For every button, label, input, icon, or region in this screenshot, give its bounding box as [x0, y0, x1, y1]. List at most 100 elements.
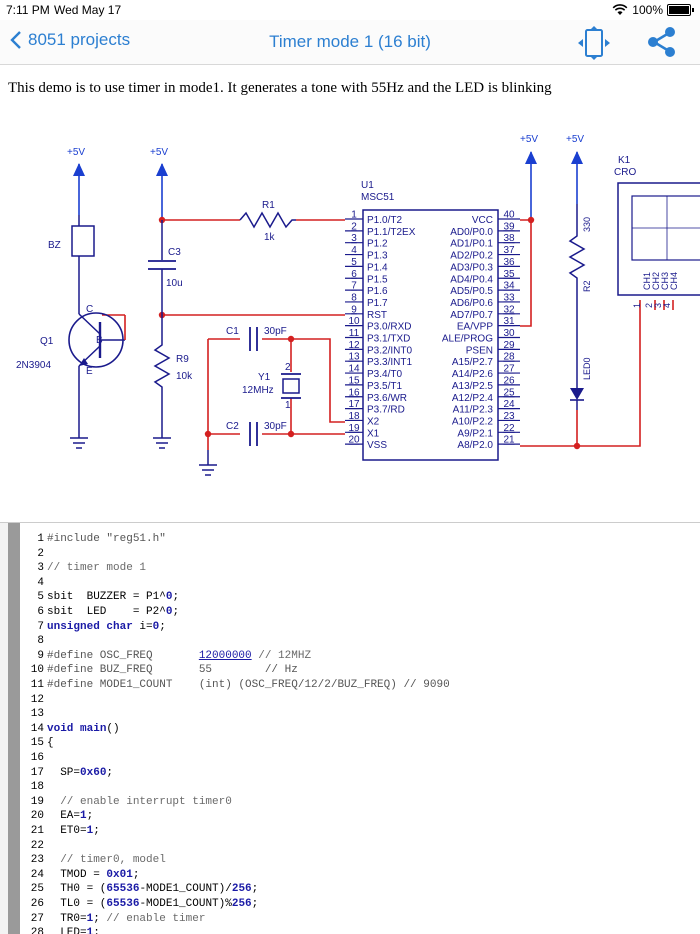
supply-label: +5V	[520, 134, 538, 145]
line-number: 16	[30, 752, 44, 764]
mcu-pin-name: X1	[367, 428, 380, 439]
mcu-pin-number: 1	[351, 210, 357, 221]
code-line: 28 LED=1;	[20, 926, 100, 934]
line-number: 6	[37, 606, 44, 618]
circuit-schematic: +5V +5V +5V +5V	[16, 134, 700, 476]
mcu-pin-name: A14/P2.6	[452, 369, 494, 380]
line-number: 25	[30, 883, 44, 896]
mcu-pin-name: RST	[367, 310, 387, 321]
back-button[interactable]: 8051 projects	[10, 30, 130, 50]
mcu-pin-number: 20	[348, 435, 360, 446]
q1-pin-e: E	[86, 366, 93, 377]
line-number: 14	[30, 722, 44, 735]
code-text: // enable interrupt timer0	[47, 795, 232, 808]
resistor-r1: R1 1k	[239, 200, 296, 243]
mcu-pin-number: 6	[351, 269, 357, 280]
mcu-pin-name: A13/P2.5	[452, 381, 494, 392]
status-right: 100%	[612, 3, 694, 17]
capacitor-c2: C2 30pF	[226, 421, 287, 446]
code-line: 10#define BUZ_FREQ 55 // Hz	[20, 663, 298, 678]
line-number: 2	[37, 547, 44, 560]
mcu-pin-name: AD4/P0.4	[450, 274, 493, 285]
code-line: 17 SP=0x60;	[20, 766, 113, 781]
mcu-pin-name: P1.7	[367, 298, 388, 309]
r1-ref: R1	[262, 200, 275, 211]
mcu-pin-number: 39	[503, 221, 515, 232]
mcu-pin-number: 29	[503, 340, 515, 351]
mcu-pin-name: P1.5	[367, 274, 388, 285]
line-number: 8	[37, 635, 44, 648]
mcu-pin-name: ALE/PROG	[442, 334, 493, 345]
mcu-pin-number: 15	[348, 375, 360, 386]
code-line: 13	[20, 707, 47, 722]
mcu-pin-number: 31	[503, 316, 515, 327]
mcu-pin-number: 24	[503, 399, 515, 410]
supply-label: +5V	[67, 147, 85, 158]
buzzer: BZ	[48, 215, 95, 300]
line-number: 9	[37, 649, 44, 662]
code-text: EA=1;	[47, 810, 94, 823]
supply-label: +5V	[566, 134, 584, 145]
mcu-pin-name: P3.2/INT0	[367, 345, 412, 356]
code-line: 22	[20, 839, 47, 854]
resistor-r9: R9 10k	[153, 315, 193, 438]
share-icon[interactable]	[647, 26, 677, 58]
capacitor-c1: C1 30pF	[226, 326, 287, 351]
mcu-pin-name: A9/P2.1	[457, 428, 493, 439]
line-number: 28	[30, 927, 44, 934]
battery-icon	[667, 4, 691, 16]
k1-pin4: 4	[662, 303, 672, 308]
screen-rotate-icon[interactable]	[576, 26, 612, 60]
code-text: TR0=1; // enable timer	[47, 912, 206, 925]
battery-cap	[692, 8, 694, 12]
k1-part: CRO	[614, 167, 636, 178]
mcu-pin-name: P3.7/RD	[367, 405, 405, 416]
code-line: 27 TR0=1; // enable timer	[20, 912, 206, 927]
code-line: 20 EA=1;	[20, 809, 93, 824]
mcu-pin-name: VSS	[367, 440, 387, 451]
q1-pin-c: C	[86, 304, 93, 315]
code-line: 4	[20, 576, 47, 591]
line-number: 18	[30, 781, 44, 794]
mcu-pin-number: 3	[351, 233, 357, 244]
mcu-pin-number: 27	[503, 364, 515, 375]
mcu-pin-name: P3.3/INT1	[367, 357, 412, 368]
supply-label: +5V	[150, 147, 168, 158]
mcu-pin-name: A12/P2.4	[452, 393, 494, 404]
code-line: 26 TL0 = (65536-MODE1_COUNT)%256;	[20, 897, 258, 912]
mcu-pin-name: P1.2	[367, 239, 388, 250]
y1-value: 12MHz	[242, 385, 274, 396]
description-text: This demo is to use timer in mode1. It g…	[8, 80, 552, 96]
mcu-pin-number: 32	[503, 304, 515, 315]
u1-ref: U1	[361, 180, 374, 191]
mcu-pin-number: 26	[503, 375, 515, 386]
mcu-pin-name: X2	[367, 416, 380, 427]
q1-part: 2N3904	[16, 360, 51, 371]
back-label: 8051 projects	[28, 30, 131, 49]
mcu-pin-name: A11/P2.3	[453, 405, 494, 416]
code-line: 21 ET0=1;	[20, 824, 100, 839]
line-number: 27	[30, 912, 44, 925]
code-line: 25 TH0 = (65536-MODE1_COUNT)/256;	[20, 882, 258, 897]
supply-5v-vcc: +5V	[520, 134, 538, 220]
mcu-pin-number: 35	[503, 269, 515, 280]
mcu-pin-name: AD2/P0.2	[450, 251, 493, 262]
code-text: void main()	[47, 722, 120, 735]
code-text: TL0 = (65536-MODE1_COUNT)%256;	[47, 898, 259, 910]
code-line: 19 // enable interrupt timer0	[20, 795, 232, 810]
junctions	[158, 216, 581, 450]
code-line: 15{	[20, 736, 54, 751]
mcu-pin-number: 9	[351, 304, 357, 315]
resistor-r2: 330 R2	[568, 204, 592, 350]
y1-pin2: 2	[285, 362, 291, 373]
code-text: TMOD = 0x01;	[47, 868, 140, 881]
u1-part: MSC51	[361, 192, 395, 203]
mcu-pin-number: 5	[351, 257, 357, 268]
r2-value: 330	[582, 217, 592, 232]
code-text: {	[47, 737, 54, 750]
y1-pin1: 1	[285, 400, 291, 411]
code-line: 11#define MODE1_COUNT (int) (OSC_FREQ/12…	[20, 678, 450, 693]
